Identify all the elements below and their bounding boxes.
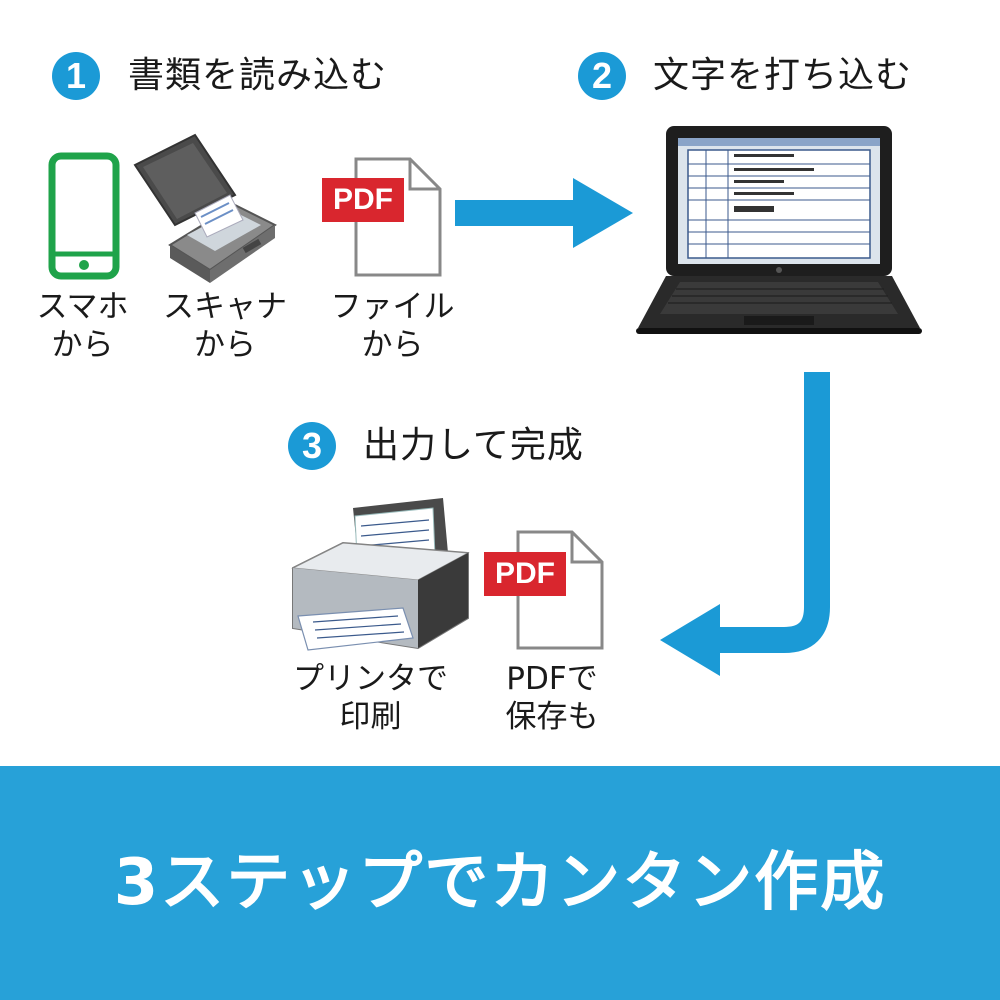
step-2-number: 2 bbox=[578, 52, 626, 100]
file-label-line2: から bbox=[361, 327, 424, 363]
scanner-icon bbox=[125, 125, 285, 285]
printer-icon bbox=[283, 498, 473, 668]
arrow-right-icon bbox=[455, 178, 635, 248]
step-3-title: 出力して完成 bbox=[363, 425, 584, 466]
file-label-line1: ファイル bbox=[330, 289, 455, 325]
step-3-number: 3 bbox=[288, 422, 336, 470]
file-label: ファイル から bbox=[325, 288, 460, 364]
pdf-badge: PDF bbox=[322, 178, 404, 222]
step-1-title: 書類を読み込む bbox=[128, 55, 388, 96]
printer-label: プリンタで 印刷 bbox=[283, 660, 458, 736]
smartphone-icon bbox=[48, 152, 120, 280]
phone-label-line2: から bbox=[51, 327, 114, 363]
printer-label-line1: プリンタで bbox=[293, 661, 448, 697]
laptop-icon bbox=[636, 126, 922, 336]
bottom-banner: 3ステップでカンタン作成 bbox=[0, 766, 1000, 1000]
banner-text: 3ステップでカンタン作成 bbox=[113, 846, 887, 920]
arrow-down-left-icon bbox=[660, 372, 840, 692]
scanner-label: スキャナ から bbox=[160, 288, 290, 364]
scanner-label-line2: から bbox=[194, 327, 256, 363]
phone-label: スマホ から bbox=[25, 288, 140, 364]
pdf-output-badge: PDF bbox=[484, 552, 566, 596]
phone-label-line1: スマホ bbox=[36, 289, 129, 325]
step-2-title: 文字を打ち込む bbox=[653, 55, 913, 96]
pdf-label: PDFで 保存も bbox=[482, 660, 622, 736]
step-1-number: 1 bbox=[52, 52, 100, 100]
pdf-label-line2: 保存も bbox=[505, 699, 599, 735]
printer-label-line2: 印刷 bbox=[339, 699, 402, 735]
scanner-label-line1: スキャナ bbox=[163, 289, 287, 325]
pdf-label-line1: PDFで bbox=[506, 661, 598, 697]
